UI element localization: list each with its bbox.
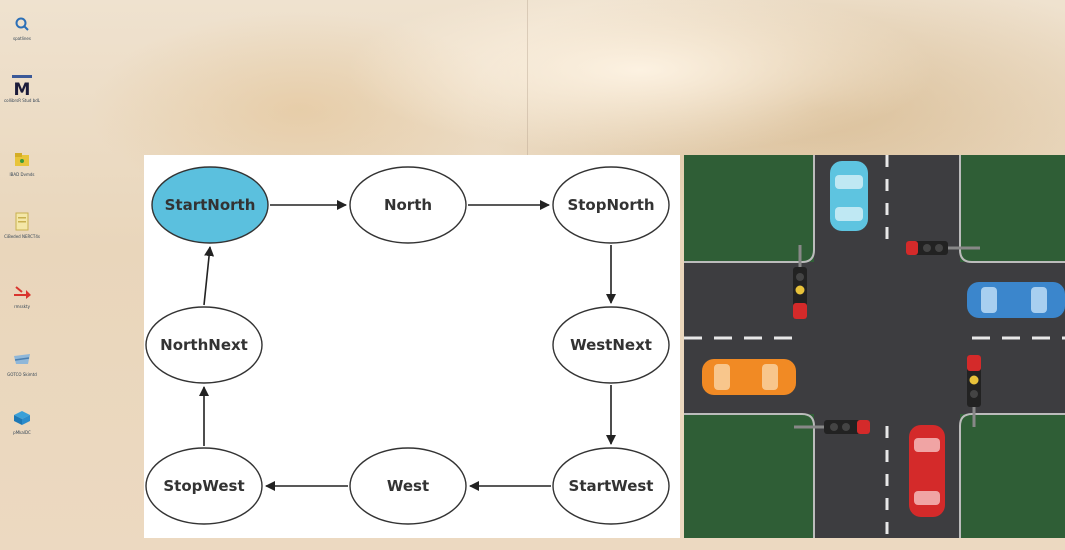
state-label: StopNorth xyxy=(567,196,654,214)
desktop-icon-1[interactable]: spatlines xyxy=(6,14,38,41)
west-signal xyxy=(793,245,807,319)
search-app-icon xyxy=(11,14,33,34)
transition-arrow-north-next-to-start-north xyxy=(203,246,215,306)
desktop-icon-caption: rmsskty xyxy=(14,304,30,309)
red-car xyxy=(909,425,945,517)
shortcut-icon xyxy=(11,350,33,370)
state-label: StartNorth xyxy=(165,196,256,214)
desktop-icon-caption: pMkalDC xyxy=(13,430,31,435)
state-ellipse xyxy=(349,166,467,244)
desktop-icon-4[interactable]: CiBeded NERCT4s xyxy=(4,212,40,239)
light-blue-car xyxy=(830,161,868,231)
east-signal xyxy=(967,355,981,427)
desktop-icon-2[interactable]: M collibrsR Stud bdL xyxy=(3,75,41,103)
state-ellipse xyxy=(552,166,670,244)
state-ellipse xyxy=(151,166,269,244)
orange-car xyxy=(702,359,796,395)
m-app-icon: M xyxy=(11,75,33,97)
desktop-icon-7[interactable]: pMkalDC xyxy=(6,408,38,435)
state-ellipse xyxy=(349,447,467,525)
background-seam xyxy=(527,0,528,160)
intersection-illustration xyxy=(684,155,1065,538)
state-node-west-next: WestNext xyxy=(552,306,670,384)
arrow-app-icon xyxy=(11,282,33,302)
svg-text:M: M xyxy=(14,80,31,97)
state-label: West xyxy=(387,477,429,495)
desktop-icon-caption: GOTCO Skimtd xyxy=(7,372,37,377)
state-ellipse xyxy=(552,447,670,525)
desktop-icon-caption: CiBeded NERCT4s xyxy=(4,234,40,239)
state-label: WestNext xyxy=(570,336,652,354)
state-label: StartWest xyxy=(569,477,654,495)
desktop-icon-6[interactable]: GOTCO Skimtd xyxy=(6,350,38,377)
state-ellipse xyxy=(145,447,263,525)
state-ellipse xyxy=(145,306,263,384)
state-node-west: West xyxy=(349,447,467,525)
desktop-icon-3[interactable]: IBAD Dvmds xyxy=(6,150,38,177)
document-icon xyxy=(11,212,33,232)
desktop-icon-caption: spatlines xyxy=(13,36,31,41)
desktop-icon-5[interactable]: rmsskty xyxy=(6,282,38,309)
state-node-stop-west: StopWest xyxy=(145,447,263,525)
state-label: NorthNext xyxy=(160,336,248,354)
state-ellipse xyxy=(552,306,670,384)
state-node-start-west: StartWest xyxy=(552,447,670,525)
state-node-north-next: NorthNext xyxy=(145,306,263,384)
blue-car xyxy=(967,282,1065,318)
state-label: StopWest xyxy=(163,477,244,495)
desktop-icon-caption: IBAD Dvmds xyxy=(9,172,35,177)
state-node-stop-north: StopNorth xyxy=(552,166,670,244)
state-node-start-north: StartNorth xyxy=(151,166,269,244)
installer-icon xyxy=(11,408,33,428)
south-signal xyxy=(794,420,870,434)
folder-icon xyxy=(11,150,33,170)
desktop-icon-caption: collibrsR Stud bdL xyxy=(3,98,41,103)
state-node-north: North xyxy=(349,166,467,244)
state-label: North xyxy=(384,196,432,214)
north-signal xyxy=(906,241,980,255)
